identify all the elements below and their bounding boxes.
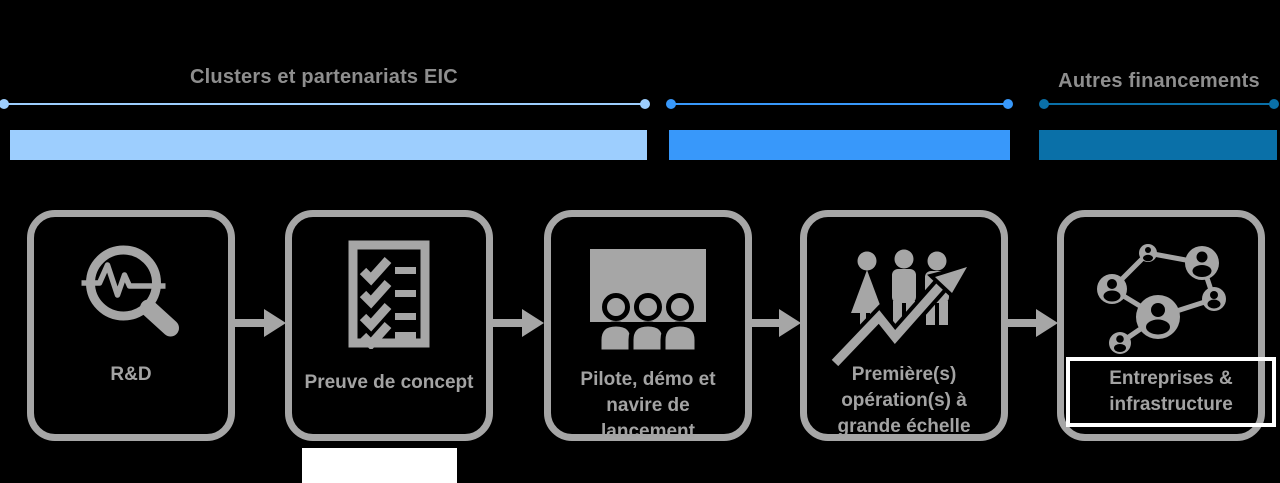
arrow-right-icon <box>751 309 801 337</box>
funding-bar-middle <box>669 130 1010 160</box>
stage-label: R&D <box>110 364 152 385</box>
checklist-icon <box>348 240 430 349</box>
band-title-clusters-eic: Clusters et partenariats EIC <box>190 66 458 88</box>
funding-bar-clusters-eic <box>10 130 647 160</box>
stage-box-premiere-operation: Première(s) opération(s) à grande échell… <box>800 210 1008 441</box>
timeline-segment-1 <box>4 103 646 105</box>
stage-box-preuve-de-concept: Preuve de concept <box>285 210 493 441</box>
stage-label: Première(s) opération(s) à grande échell… <box>837 364 971 437</box>
stage-label: Pilote, démo et navire de lancement <box>580 369 716 442</box>
arrow-right-icon <box>492 309 544 337</box>
stage-box-pilote-demo: Pilote, démo et navire de lancement <box>544 210 752 442</box>
timeline-dot <box>1269 99 1279 109</box>
funding-bar-autres-financements <box>1039 130 1277 160</box>
stage-label: Entreprises & infrastructure <box>1109 368 1233 415</box>
highlight-frame: Entreprises & infrastructure <box>1066 357 1276 427</box>
timeline-dot <box>0 99 9 109</box>
timeline-segment-2 <box>671 103 1009 105</box>
stage-label: Preuve de concept <box>304 372 474 393</box>
magnifier-pulse-icon <box>81 245 179 337</box>
timeline-segment-3 <box>1044 103 1275 105</box>
timeline-dot <box>1003 99 1013 109</box>
timeline-dot <box>1039 99 1049 109</box>
stage-box-rd: R&D <box>27 210 235 441</box>
white-artifact-rectangle <box>302 448 457 483</box>
network-people-icon <box>1097 244 1226 354</box>
timeline-dot <box>666 99 676 109</box>
timeline-dot <box>640 99 650 109</box>
arrow-right-icon <box>1007 309 1058 337</box>
people-growth-arrow-icon <box>829 249 972 369</box>
arrow-right-icon <box>234 309 286 337</box>
stage-box-entreprises-infrastructure: Entreprises & infrastructure <box>1057 210 1276 441</box>
audience-screen-icon <box>590 249 706 352</box>
band-title-autres-financements: Autres financements <box>1058 70 1260 92</box>
